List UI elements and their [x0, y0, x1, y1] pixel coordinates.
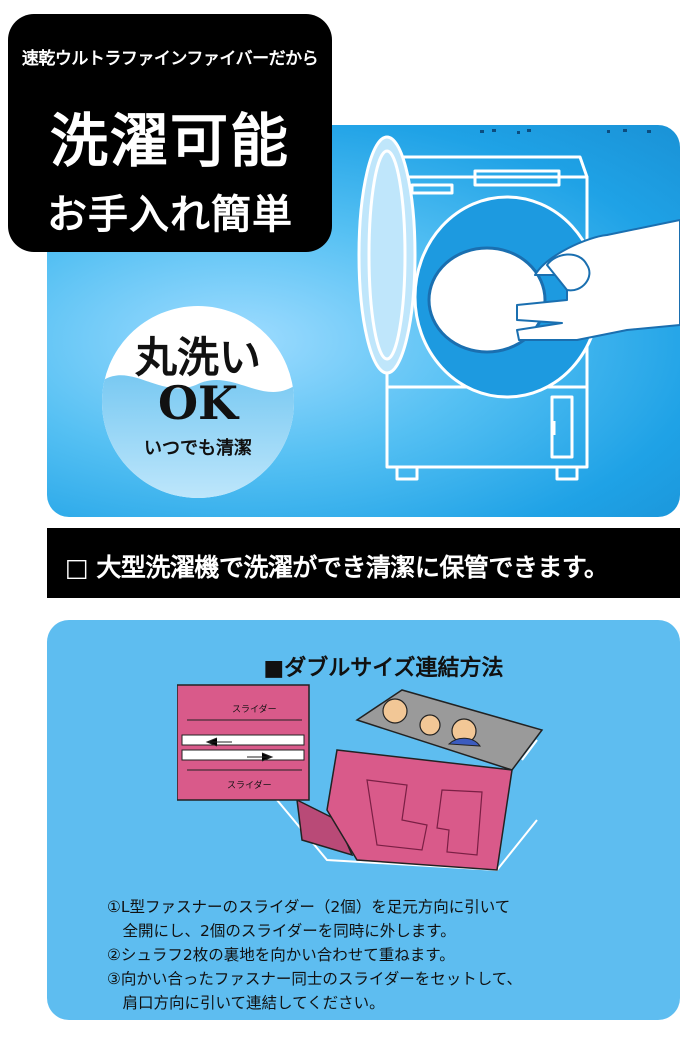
badge-line3: いつでも清潔 — [144, 438, 252, 459]
steps-list: ①L型ファスナーのスライダー（2個）を足元方向に引いて 全開にし、2個のスライダ… — [107, 895, 667, 1015]
step-line: 肩口方向に引いて連結してください。 — [107, 994, 385, 1012]
method-title: ■ダブルサイズ連結方法 — [263, 656, 504, 681]
step-line: 全開にし、2個のスライダーを同時に外します。 — [107, 922, 456, 940]
wave-graphic — [102, 375, 294, 498]
headline-box: 速乾ウルトラファインファイバーだから 洗濯可能 お手入れ簡単 — [8, 14, 332, 252]
washing-machine-illustration — [357, 129, 680, 481]
badge-line1: 丸洗い — [134, 333, 261, 382]
badge-line2: OK — [157, 376, 239, 430]
washable-badge: 丸洗い OK いつでも清潔 — [102, 306, 294, 498]
method-panel: ■ダブルサイズ連結方法 スライダー スライダー ①L型ファ — [47, 620, 680, 1020]
slider-label-bottom: スライダー — [227, 779, 272, 791]
step-line: ③向かい合ったファスナー同士のスライダーをセットして、 — [107, 970, 523, 988]
step-line: ②シュラフ2枚の裏地を向かい合わせて重ねます。 — [107, 946, 455, 964]
slider-label-top: スライダー — [232, 703, 277, 715]
sleeping-bag-illustration: スライダー スライダー — [177, 684, 544, 872]
note-text: □ 大型洗濯機で洗濯ができ清潔に保管できます。 — [65, 553, 609, 582]
headline-subtitle: 速乾ウルトラファインファイバーだから — [21, 49, 319, 69]
headline-title: 洗濯可能 — [49, 107, 290, 175]
step-line: ①L型ファスナーのスライダー（2個）を足元方向に引いて — [107, 898, 511, 916]
headline-secondary: お手入れ簡単 — [47, 192, 293, 238]
note-bar: □ 大型洗濯機で洗濯ができ清潔に保管できます。 — [47, 528, 680, 598]
